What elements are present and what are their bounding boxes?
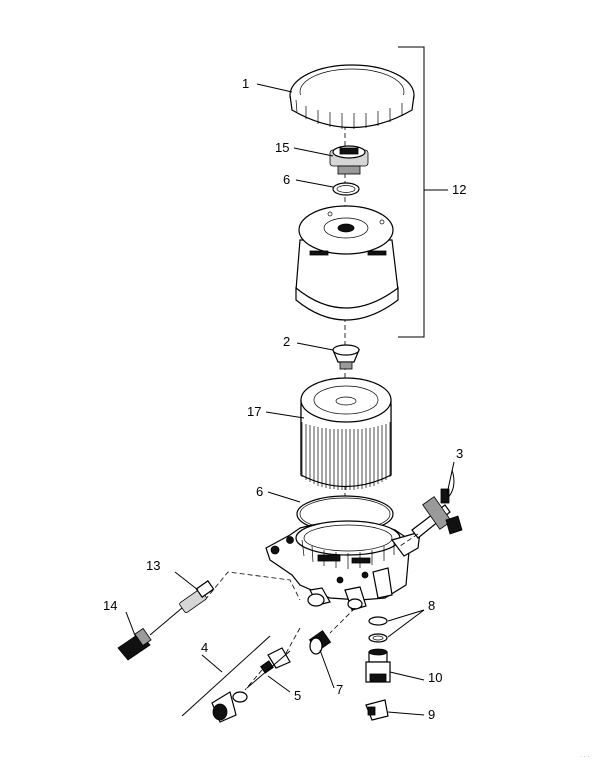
corner-mark: · · · [580, 754, 589, 760]
part-8-washers [368, 616, 388, 643]
callout-2: 2 [283, 334, 290, 349]
part-3-sensor-harness [411, 469, 463, 539]
callout-6-lower: 6 [256, 484, 263, 499]
part-13-14-harness [117, 571, 301, 661]
callout-14: 14 [103, 598, 117, 613]
part-9-clip [365, 699, 389, 721]
callout-13: 13 [146, 558, 160, 573]
bracket-12 [398, 46, 425, 338]
part-2-cone-adapter [332, 344, 360, 370]
part-6-upper-o-ring [332, 182, 360, 196]
callout-7: 7 [336, 682, 343, 697]
callout-15: 15 [275, 140, 289, 155]
callout-10: 10 [428, 670, 442, 685]
part-10-threaded-fitting [365, 648, 391, 683]
callout-1: 1 [242, 76, 249, 91]
part-15-vent-plug [329, 145, 369, 175]
callout-3: 3 [456, 446, 463, 461]
leader-lines [125, 83, 455, 717]
callout-4: 4 [201, 640, 208, 655]
callout-12: 12 [452, 182, 466, 197]
callout-8: 8 [428, 598, 435, 613]
callout-6-upper: 6 [283, 172, 290, 187]
filter-housing-base [265, 520, 421, 611]
part-12-filter-cover [295, 205, 399, 321]
callout-9: 9 [428, 707, 435, 722]
part-7-drain-fitting [308, 607, 356, 655]
callout-5: 5 [294, 688, 301, 703]
part-1-collar-ring [289, 64, 415, 129]
part-17-filter-element [300, 377, 392, 490]
callout-17: 17 [247, 404, 261, 419]
part-4-5-drain-valve [211, 627, 301, 723]
